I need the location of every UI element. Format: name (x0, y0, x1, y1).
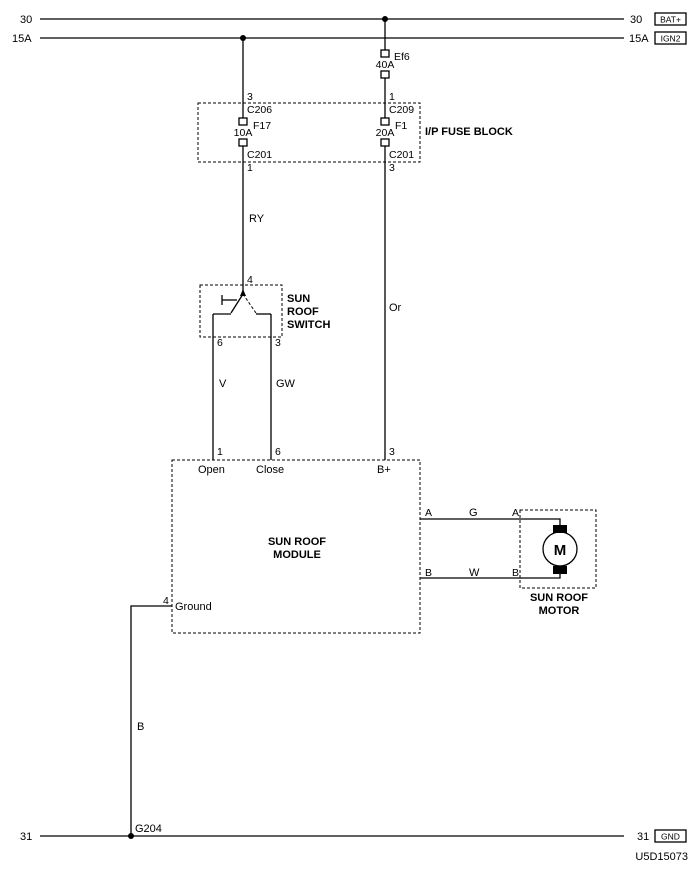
sun-roof-switch: 4 SUN ROOF SWITCH 6 3 (199, 274, 330, 349)
rail-bat-tag-box (654, 12, 687, 26)
diagram-id: U5D15073 (635, 851, 688, 863)
f17-pin-out: 1 (247, 162, 253, 174)
fuse-ef6-rating: 40A (376, 59, 395, 71)
switch-blade-close (242, 293, 257, 314)
module-pin-bplus-name: B+ (377, 464, 391, 476)
rail-gnd: 31 31 GND (20, 829, 687, 843)
motor-outline (519, 509, 597, 589)
rail-gnd-tag-box (654, 829, 687, 843)
rail-bat-right-label: 30 (630, 14, 642, 26)
fuse-ef6-bottom-cap (380, 70, 390, 79)
switch-pin-open: 6 (217, 337, 223, 349)
rail-ign-right-label: 15A (629, 33, 649, 45)
fuse-f1-top-cap (380, 117, 390, 126)
rail-bat-tag: BAT+ (660, 15, 681, 25)
fuse-ef6-name: Ef6 (394, 51, 410, 63)
switch-arrow-icon (240, 289, 246, 296)
motor-pin-b: B (512, 567, 519, 579)
module-pin-ground-name: Ground (175, 601, 212, 613)
module-pin-b: B (425, 567, 432, 579)
f1-connector-out: C201 (389, 149, 414, 161)
sun-roof-motor: A B M SUN ROOF MOTOR (512, 507, 597, 617)
wire-v-label: V (219, 378, 227, 390)
fuse-f1-rating: 20A (376, 127, 395, 139)
motor-pin-a: A (512, 507, 519, 519)
rail-ign-left-label: 15A (12, 33, 32, 45)
ip-fuse-block: I/P FUSE BLOCK 3 C206 F17 10A C201 1 1 C… (197, 38, 513, 174)
motor-label-line-1: SUN ROOF (530, 592, 588, 604)
module-label-line-1: SUN ROOF (268, 536, 326, 548)
module-pin-open-num: 1 (217, 446, 223, 458)
wire-or-label: Or (389, 302, 402, 314)
rail-gnd-tag: GND (661, 832, 680, 842)
ip-fuse-block-label: I/P FUSE BLOCK (425, 126, 513, 138)
fuse-f1-name: F1 (395, 120, 407, 132)
fuse-f17-rating: 10A (234, 127, 253, 139)
motor-label-line-2: MOTOR (539, 605, 580, 617)
module-pin-bplus-num: 3 (389, 446, 395, 458)
fuse-f17-name: F17 (253, 120, 271, 132)
wire-w-label: W (469, 567, 480, 579)
wire-b-ground (130, 605, 172, 836)
ground-junction (128, 833, 134, 839)
rail-gnd-right-label: 31 (637, 831, 649, 843)
module-pin-ground-num: 4 (163, 595, 169, 607)
switch-label-line-3: SWITCH (287, 319, 330, 331)
module-pin-open-name: Open (198, 464, 225, 476)
rail-ign-tag: IGN2 (661, 34, 681, 44)
f1-connector-in: C209 (389, 104, 414, 116)
ground-point-label: G204 (135, 823, 162, 835)
wire-g-label: G (469, 507, 478, 519)
motor-brush-bottom-icon (553, 566, 567, 574)
f17-connector-in: C206 (247, 104, 272, 116)
fuse-f17-top-cap (238, 117, 248, 126)
motor-brush-top-icon (553, 525, 567, 533)
rail-bat: 30 30 BAT+ (20, 12, 687, 26)
motor-icon (542, 531, 578, 567)
rail-bat-left-label: 30 (20, 14, 32, 26)
rail-gnd-left-label: 31 (20, 831, 32, 843)
module-pin-close-num: 6 (275, 446, 281, 458)
motor-lead-a (522, 518, 561, 525)
fuse-ef6: 40A Ef6 (376, 19, 410, 118)
wire-ry-label: RY (249, 213, 265, 225)
module-pin-close-name: Close (256, 464, 284, 476)
wire-b-label: B (137, 721, 144, 733)
motor-lead-b (522, 574, 561, 579)
switch-blade-open (230, 293, 244, 314)
switch-outline (199, 284, 283, 338)
fuse-f17-bottom-cap (238, 138, 248, 147)
ip-fuse-block-outline (197, 102, 421, 163)
fuse-f1-bottom-cap (380, 138, 390, 147)
sun-roof-module: 1 6 3 Open Close B+ SUN ROOF MODULE 4 Gr… (163, 446, 432, 634)
switch-label-line-2: ROOF (287, 306, 319, 318)
motor-symbol: M (554, 542, 567, 559)
rail-ign: 15A 15A IGN2 (12, 31, 687, 45)
rail-ign-tag-box (654, 31, 687, 45)
f17-connector-out: C201 (247, 149, 272, 161)
fuse-ef6-top-cap (380, 49, 390, 58)
f1-pin-out: 3 (389, 162, 395, 174)
f1-pin-in: 1 (389, 91, 395, 103)
switch-label-line-1: SUN (287, 293, 310, 305)
module-pin-a: A (425, 507, 432, 519)
switch-pin-in: 4 (247, 274, 253, 286)
f17-pin-in: 3 (247, 91, 253, 103)
wire-gw-label: GW (276, 378, 296, 390)
module-outline (171, 459, 421, 634)
switch-pin-close: 3 (275, 337, 281, 349)
module-label-line-2: MODULE (273, 549, 321, 561)
